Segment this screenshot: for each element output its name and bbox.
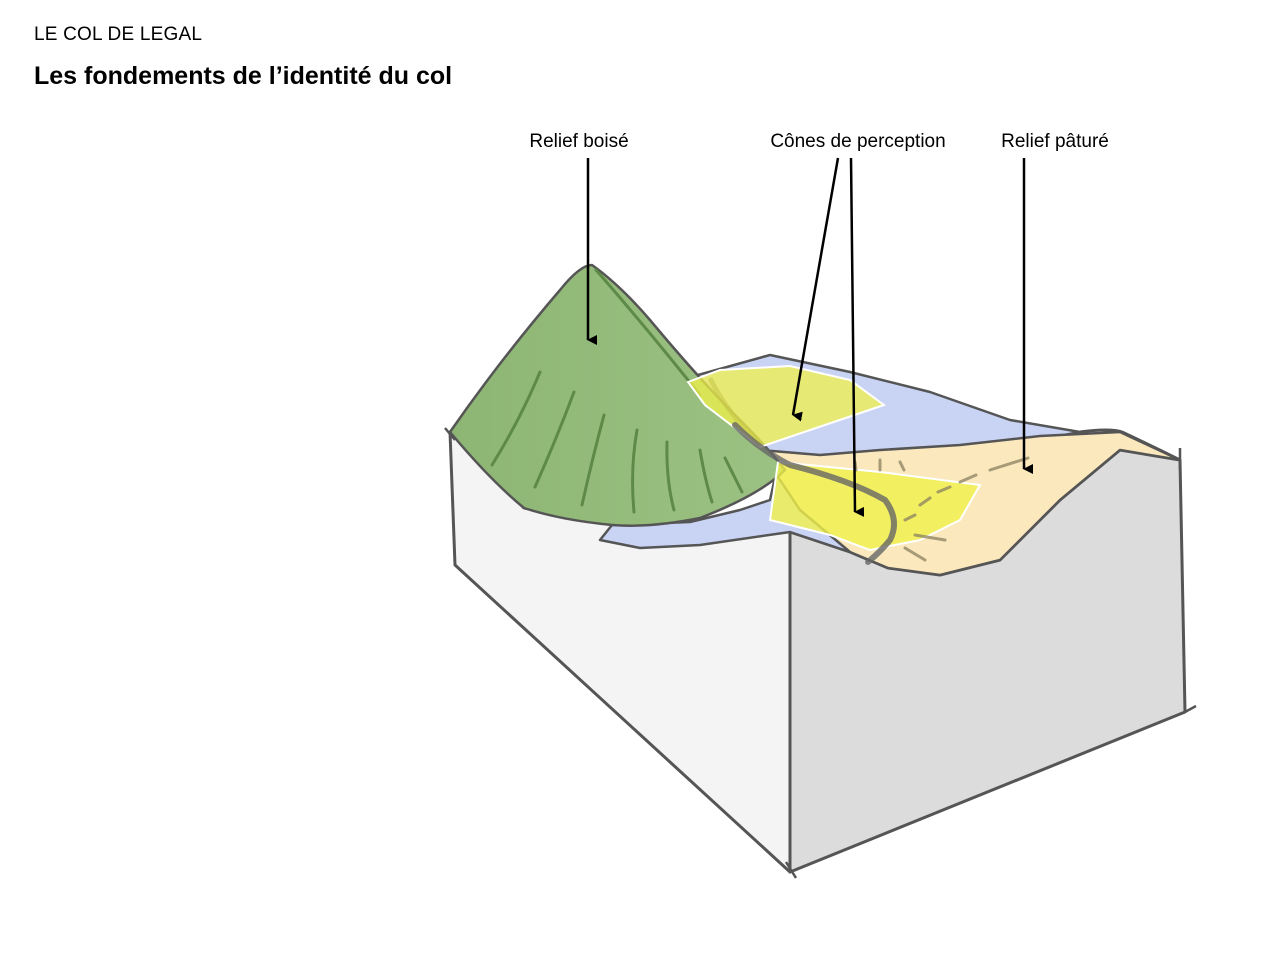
label-wooded-relief: Relief boisé xyxy=(529,131,628,152)
page-title: Les fondements de l’identité du col xyxy=(34,62,453,90)
arrow-cone-lower xyxy=(849,157,865,517)
road xyxy=(732,422,897,565)
label-grazed-relief: Relief pâturé xyxy=(1001,131,1109,152)
arrow-cone-upper xyxy=(791,157,840,422)
page-kicker: LE COL DE LEGAL xyxy=(34,24,203,45)
pasture-hatching xyxy=(853,456,1030,562)
label-perception-cones: Cônes de perception xyxy=(770,131,945,152)
forest-hatching xyxy=(490,268,744,514)
perception-cone-lower xyxy=(768,460,982,552)
